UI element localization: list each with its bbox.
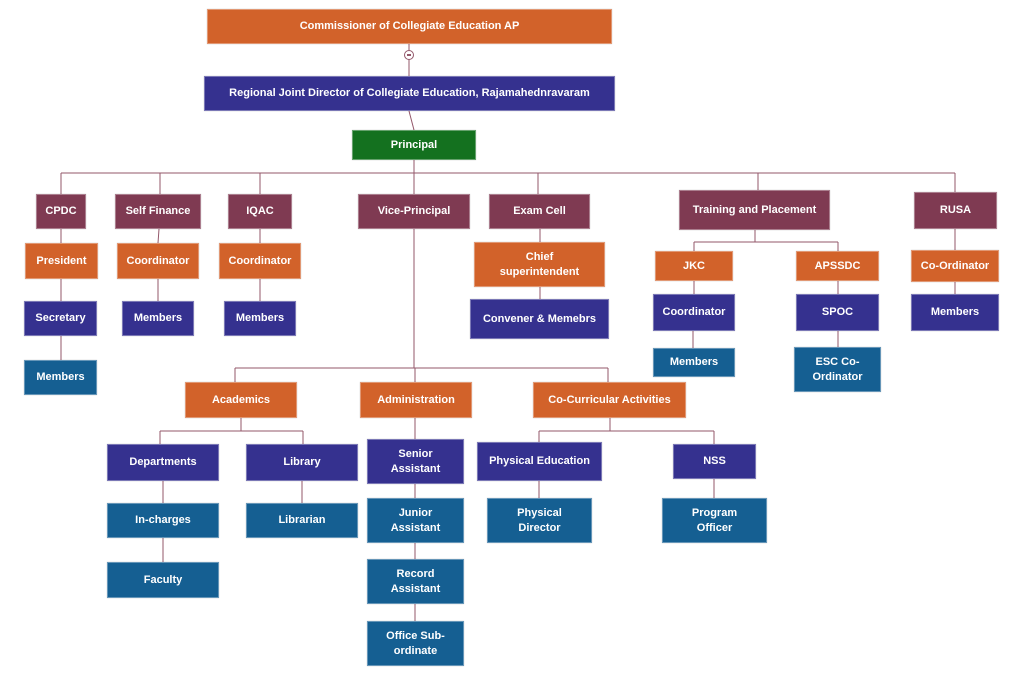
node-administration[interactable]: Administration	[360, 382, 472, 418]
node-self-finance[interactable]: Self Finance	[115, 194, 201, 229]
node-label: Office Sub-ordinate	[386, 629, 445, 657]
node-label: Academics	[211, 393, 271, 406]
node-label: Co-Ordinator	[920, 259, 990, 272]
node-physical-education[interactable]: Physical Education	[477, 442, 602, 481]
node-label: Commissioner of Collegiate Education AP	[299, 20, 520, 32]
node-junior-assistant[interactable]: Junior Assistant	[367, 498, 464, 543]
node-label: Record Assistant	[390, 567, 441, 595]
node-label: Physical Education	[489, 455, 590, 467]
node-label: Junior Assistant	[390, 506, 441, 534]
node-label: JKC	[682, 259, 705, 272]
node-principal[interactable]: Principal	[352, 130, 476, 160]
node-label: Members	[235, 312, 285, 324]
node-departments[interactable]: Departments	[107, 444, 219, 481]
node-label: Program Officer	[691, 506, 738, 534]
connector	[408, 110, 415, 131]
node-exam-cell[interactable]: Exam Cell	[489, 194, 590, 229]
node-convener-members[interactable]: Convener & Memebrs	[470, 299, 609, 339]
node-label: Faculty	[143, 573, 183, 586]
node-label: Vice-Principal	[377, 205, 451, 217]
node-label: Co-Curricular Activities	[548, 393, 671, 406]
node-self-finance-coordinator[interactable]: Coordinator	[117, 243, 199, 279]
node-label: Convener & Memebrs	[482, 312, 597, 325]
node-senior-assistant[interactable]: Senior Assistant	[367, 439, 464, 484]
node-label: Administration	[377, 393, 455, 406]
node-label: President	[36, 254, 87, 267]
node-label: Senior Assistant	[390, 447, 441, 475]
node-label: Librarian	[278, 514, 326, 526]
node-office-subordinate[interactable]: Office Sub-ordinate	[367, 621, 464, 666]
node-training-placement[interactable]: Training and Placement	[679, 190, 830, 230]
node-esc-coordinator[interactable]: ESC Co-Ordinator	[794, 347, 881, 392]
node-chief-superintendent[interactable]: Chief superintendent	[474, 242, 605, 287]
node-label: IQAC	[246, 205, 274, 217]
node-program-officer[interactable]: Program Officer	[662, 498, 767, 543]
node-label: Coordinator	[126, 254, 190, 267]
node-nss[interactable]: NSS	[673, 444, 756, 479]
node-cpdc-president[interactable]: President	[25, 243, 98, 279]
node-label: SPOC	[821, 306, 854, 318]
node-record-assistant[interactable]: Record Assistant	[367, 559, 464, 604]
node-cpdc-members[interactable]: Members	[24, 360, 97, 395]
node-label: Secretary	[35, 312, 86, 324]
node-rusa-members[interactable]: Members	[911, 294, 999, 331]
node-label: Exam Cell	[513, 205, 566, 217]
node-self-finance-members[interactable]: Members	[122, 301, 194, 336]
node-physical-director[interactable]: Physical Director	[487, 498, 592, 543]
node-spoc[interactable]: SPOC	[796, 294, 879, 331]
node-cpdc-secretary[interactable]: Secretary	[24, 301, 97, 336]
node-label: Members	[669, 356, 719, 368]
node-label: Members	[133, 312, 183, 324]
node-co-curricular-activities[interactable]: Co-Curricular Activities	[533, 382, 686, 418]
node-apssdc[interactable]: APSSDC	[796, 251, 879, 281]
node-academics[interactable]: Academics	[185, 382, 297, 418]
node-iqac-members[interactable]: Members	[224, 301, 296, 336]
node-commissioner[interactable]: Commissioner of Collegiate Education AP	[207, 9, 612, 44]
node-label: APSSDC	[814, 259, 861, 272]
node-label: Members	[930, 306, 980, 318]
node-in-charges[interactable]: In-charges	[107, 503, 219, 538]
node-regional-joint-director[interactable]: Regional Joint Director of Collegiate Ed…	[204, 76, 615, 111]
node-label: Members	[36, 371, 85, 383]
node-librarian[interactable]: Librarian	[246, 503, 358, 538]
node-library[interactable]: Library	[246, 444, 358, 481]
connector	[157, 228, 160, 244]
node-label: ESC Co-Ordinator	[812, 355, 863, 383]
collapse-minus-icon[interactable]	[404, 50, 414, 60]
node-label: CPDC	[45, 205, 77, 217]
node-jkc-members[interactable]: Members	[653, 348, 735, 377]
node-jkc[interactable]: JKC	[655, 251, 733, 281]
node-vice-principal[interactable]: Vice-Principal	[358, 194, 470, 229]
node-label: In-charges	[135, 514, 191, 526]
node-label: Coordinator	[228, 254, 292, 267]
node-label: Library	[283, 456, 321, 468]
node-label: Coordinator	[662, 306, 726, 318]
node-rusa-coordinator[interactable]: Co-Ordinator	[911, 250, 999, 282]
node-cpdc[interactable]: CPDC	[36, 194, 86, 229]
node-label: Departments	[129, 456, 197, 468]
node-rusa[interactable]: RUSA	[914, 192, 997, 229]
node-label: Physical Director	[517, 506, 562, 534]
node-label: NSS	[703, 455, 726, 467]
node-label: Chief superintendent	[499, 250, 580, 278]
node-label: RUSA	[939, 204, 972, 216]
node-label: Regional Joint Director of Collegiate Ed…	[229, 87, 590, 99]
node-label: Principal	[390, 138, 438, 151]
node-iqac[interactable]: IQAC	[228, 194, 292, 229]
node-jkc-coordinator[interactable]: Coordinator	[653, 294, 735, 331]
node-faculty[interactable]: Faculty	[107, 562, 219, 598]
node-label: Training and Placement	[692, 203, 817, 216]
node-label: Self Finance	[125, 205, 191, 217]
node-iqac-coordinator[interactable]: Coordinator	[219, 243, 301, 279]
